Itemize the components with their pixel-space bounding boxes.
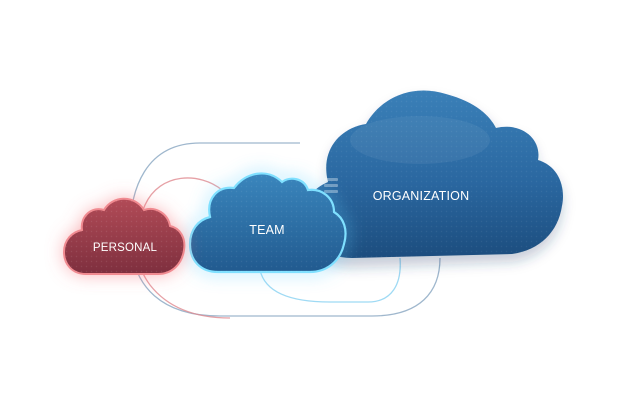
- team-cloud: TEAM: [186, 170, 349, 275]
- organization-outer-connector: [129, 142, 441, 317]
- personal-cloud: PERSONAL: [62, 197, 186, 275]
- team-label: TEAM: [249, 223, 285, 237]
- team-connector: [259, 257, 401, 303]
- server-icon: [324, 178, 338, 193]
- organization-cloud: ORGANIZATION: [302, 90, 563, 268]
- organization-label: ORGANIZATION: [373, 189, 470, 203]
- personal-label: PERSONAL: [93, 242, 158, 254]
